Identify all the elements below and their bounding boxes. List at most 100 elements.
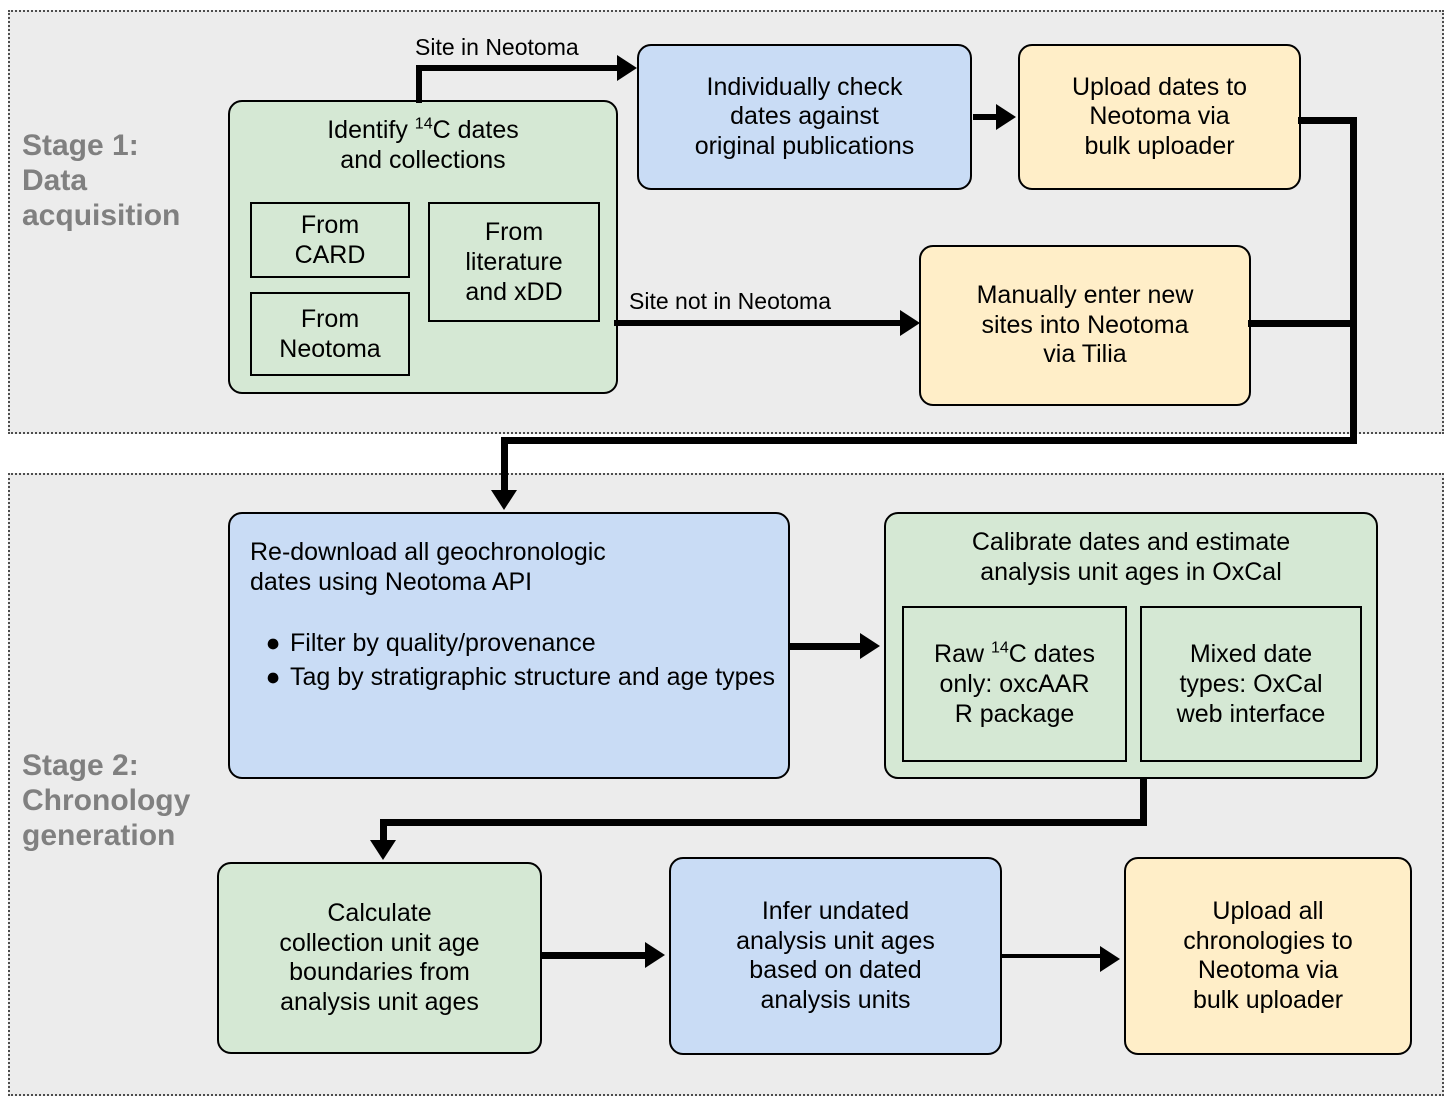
edge-check-to-upload-horizontal: [973, 114, 998, 120]
calculate-line2: collection unit age: [279, 928, 480, 957]
node-upload-dates[interactable]: Upload dates to Neotoma via bulk uploade…: [1018, 44, 1301, 190]
bullet-marker-icon: ●: [265, 663, 281, 691]
upload-chron-line1: Upload all: [1212, 897, 1324, 925]
subbox-raw-line2: only: oxcAAR: [939, 670, 1090, 698]
subbox-mixed-line2: types: OxCal: [1179, 670, 1323, 698]
subbox-mixed-line1: Mixed date: [1189, 640, 1313, 668]
node-calibrate-dates[interactable]: Calibrate dates and estimate analysis un…: [884, 512, 1378, 779]
stage-2-label-line3: generation: [22, 819, 176, 853]
upload-dates-line3: bulk uploader: [1084, 131, 1235, 160]
calculate-line3: boundaries from: [289, 958, 470, 986]
redownload-heading-line2: dates using Neotoma API: [250, 567, 533, 596]
infer-line3: based on dated: [749, 956, 922, 984]
calibrate-heading-line1: Calibrate dates and estimate: [971, 528, 1291, 556]
check-dates-line1: Individually check: [706, 72, 903, 101]
edge-stage1-to-stage2-h-top: [1298, 117, 1357, 124]
manual-entry-line3: via Tilia: [1043, 340, 1127, 369]
redownload-heading-line1: Re-download all geochronologic: [250, 538, 606, 566]
redownload-bullet-item-2: ● Tag by stratigraphic structure and age…: [256, 662, 778, 692]
redownload-bullet-1-text: Filter by quality/provenance: [290, 629, 596, 657]
subbox-mixed-line3: web interface: [1176, 700, 1326, 728]
manual-entry-line2: sites into Neotoma: [981, 310, 1189, 339]
node-redownload-heading: Re-download all geochronologic dates usi…: [230, 514, 788, 597]
edge-infer-to-upload-h: [1001, 954, 1102, 958]
node-identify-dates[interactable]: Identify 14C dates and collections From …: [228, 100, 618, 394]
subbox-from-neotoma[interactable]: From Neotoma: [250, 292, 410, 376]
infer-line1: Infer undated: [761, 897, 910, 925]
node-redownload-dates[interactable]: Re-download all geochronologic dates usi…: [228, 512, 790, 779]
bullet-marker-icon: ●: [265, 629, 281, 657]
edge-infer-to-upload-arrowhead: [1100, 946, 1120, 972]
calculate-line4: analysis unit ages: [280, 987, 479, 1016]
subbox-from-literature-line3: and xDD: [465, 278, 563, 306]
check-dates-line2: dates against: [730, 102, 879, 131]
upload-dates-line2: Neotoma via: [1089, 102, 1230, 131]
node-upload-chronologies[interactable]: Upload all chronologies to Neotoma via b…: [1124, 857, 1412, 1055]
stage-2-label: Stage 2: Chronology generation: [22, 748, 190, 853]
stage-1-label-line2: Data: [22, 164, 88, 198]
stage-2-label-line1: Stage 2:: [22, 749, 139, 782]
subbox-raw-line1-part2: C dates: [1008, 640, 1095, 668]
edge-label-site-in-neotoma: Site in Neotoma: [415, 34, 579, 60]
edge-label-site-not-in-neotoma: Site not in Neotoma: [629, 288, 832, 314]
edge-stage1-to-stage2-v-right: [1350, 117, 1357, 444]
node-check-dates[interactable]: Individually check dates against origina…: [637, 44, 972, 190]
identify-heading-superscript: 14: [414, 115, 433, 133]
upload-chron-line2: chronologies to: [1183, 926, 1353, 955]
redownload-bullet-item-1: ● Filter by quality/provenance: [256, 628, 778, 658]
subbox-mixed-oxcal-web[interactable]: Mixed date types: OxCal web interface: [1140, 606, 1362, 762]
upload-chron-line4: bulk uploader: [1192, 985, 1344, 1014]
edge-redownload-to-calibrate-h: [790, 643, 862, 650]
subbox-from-neotoma-line2: Neotoma: [279, 335, 381, 363]
infer-line2: analysis unit ages: [736, 926, 935, 955]
calculate-line1: Calculate: [327, 899, 432, 927]
subbox-from-card-line1: From: [300, 211, 360, 239]
check-dates-line3: original publications: [694, 131, 915, 160]
node-infer-ages[interactable]: Infer undated analysis unit ages based o…: [669, 857, 1002, 1055]
edge-site-not-in-horizontal: [614, 320, 904, 326]
subbox-raw-14c-oxcaar[interactable]: Raw 14C dates only: oxcAAR R package: [902, 606, 1127, 762]
identify-heading-part1: Identify: [327, 116, 415, 144]
edge-calibrate-to-calculate-arrowhead: [370, 840, 396, 860]
edge-calibrate-to-calculate-v-right: [1140, 779, 1147, 826]
node-identify-dates-heading: Identify 14C dates and collections: [230, 102, 616, 175]
edge-site-in-horizontal: [416, 65, 618, 71]
node-calculate-boundaries[interactable]: Calculate collection unit age boundaries…: [217, 862, 542, 1054]
subbox-from-card-line2: CARD: [294, 241, 366, 269]
edge-site-in-vertical: [416, 65, 422, 103]
edge-stage1-to-stage2-v-left: [501, 437, 508, 492]
edge-stage1-to-stage2-arrowhead: [491, 490, 517, 510]
upload-chron-line3: Neotoma via: [1197, 956, 1339, 984]
edge-manual-entry-join: [1248, 320, 1357, 327]
subbox-from-card[interactable]: From CARD: [250, 202, 410, 278]
subbox-raw-superscript: 14: [991, 639, 1009, 657]
node-calibrate-heading: Calibrate dates and estimate analysis un…: [886, 514, 1376, 587]
edge-calculate-to-infer-h: [541, 952, 647, 959]
edge-site-in-arrowhead: [617, 55, 637, 81]
manual-entry-line1: Manually enter new: [976, 281, 1194, 310]
edge-stage1-to-stage2-h-mid: [501, 437, 1357, 444]
edge-calibrate-to-calculate-v-left: [380, 819, 387, 843]
edge-calculate-to-infer-arrowhead: [645, 942, 665, 968]
calibrate-heading-line2: analysis unit ages in OxCal: [980, 557, 1282, 586]
node-redownload-bullet-list: ● Filter by quality/provenance ● Tag by …: [256, 624, 778, 692]
infer-line4: analysis units: [760, 985, 911, 1014]
redownload-bullet-2-text: Tag by stratigraphic structure and age t…: [290, 663, 775, 691]
stage-1-label-line1: Stage 1:: [22, 129, 139, 162]
subbox-raw-line1-part1: Raw: [934, 640, 991, 668]
edge-calibrate-to-calculate-h: [380, 819, 1147, 826]
node-manual-entry[interactable]: Manually enter new sites into Neotoma vi…: [919, 245, 1251, 406]
edge-redownload-to-calibrate-arrowhead: [860, 633, 880, 659]
edge-check-to-upload-arrowhead: [996, 104, 1016, 130]
upload-dates-line1: Upload dates to: [1071, 72, 1248, 101]
stage-2-label-line2: Chronology: [22, 784, 191, 818]
stage-1-label-line3: acquisition: [22, 199, 181, 233]
stage-1-label: Stage 1: Data acquisition: [22, 128, 180, 233]
subbox-from-literature-line1: From: [484, 218, 544, 246]
subbox-from-neotoma-line1: From: [300, 305, 360, 333]
subbox-raw-line3: R package: [954, 700, 1075, 728]
identify-heading-line2: and collections: [340, 145, 506, 174]
subbox-from-literature-line2: literature: [465, 248, 563, 276]
subbox-from-literature-xdd[interactable]: From literature and xDD: [428, 202, 600, 322]
